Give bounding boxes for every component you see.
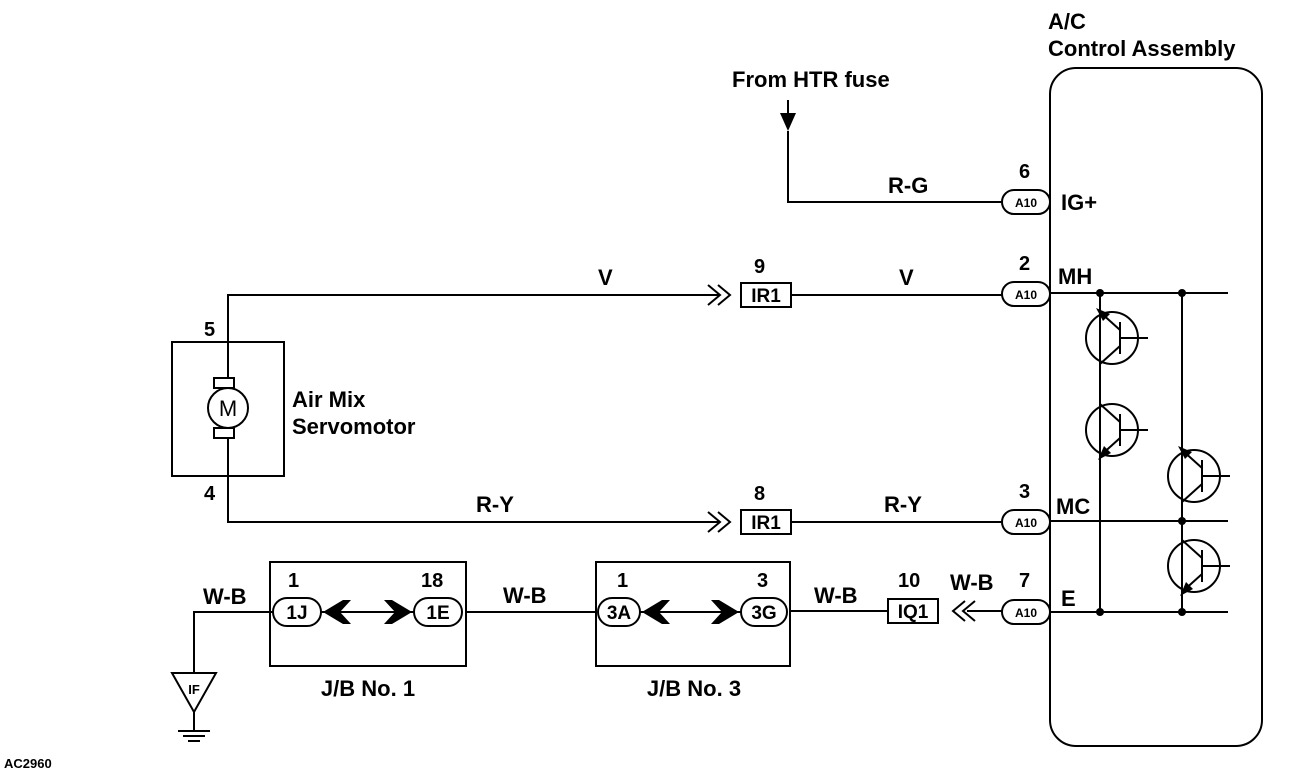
connector-chevron-icon — [707, 284, 732, 306]
ground-code: IF — [188, 682, 200, 697]
ry-circuit: R-Y 8 IR1 R-Y — [227, 476, 1002, 535]
wire-label-wb-jb1-jb3: W-B — [503, 583, 547, 608]
motor-pin-top: 5 — [204, 319, 215, 341]
pin-number-3: 3 — [1019, 481, 1030, 503]
jb1-label: J/B No. 1 — [321, 676, 415, 701]
wire-ry-left — [227, 476, 720, 523]
control-assembly-title-line2: Control Assembly — [1048, 36, 1236, 61]
transistor-icon — [1167, 539, 1230, 596]
wire-v-left — [227, 294, 720, 345]
connector-code-ir1-top: IR1 — [751, 286, 781, 307]
wire-label-v-left: V — [598, 265, 613, 290]
transistor-icon — [1085, 403, 1148, 460]
terminal-name-ig: IG+ — [1061, 190, 1097, 215]
pin-number-6: 6 — [1019, 161, 1030, 183]
transistor-icon — [1085, 308, 1148, 365]
air-mix-servomotor: 5 4 M Air Mix Servomotor — [171, 319, 416, 505]
jb1-right-pin: 18 — [421, 570, 443, 592]
wire-label-wb-ground: W-B — [203, 584, 247, 609]
jb3-right-pin: 3 — [757, 570, 768, 592]
connector-code-a10: A10 — [1015, 288, 1037, 302]
terminal-name-mh: MH — [1058, 264, 1092, 289]
connector-code-a10: A10 — [1015, 196, 1037, 210]
a10-connector-mh: 2 A10 MH — [1001, 253, 1092, 307]
ground-circuit: W-B 10 IQ1 W-B 1 3 3A 3G J/B No. 3 W-B 1… — [170, 561, 1002, 742]
jb1-left-code: 1J — [286, 603, 307, 624]
wire-label-ry-right: R-Y — [884, 492, 922, 517]
wire-label-wb-a10: W-B — [950, 570, 994, 595]
wire-rg — [787, 131, 1002, 203]
terminal-name-mc: MC — [1056, 494, 1090, 519]
control-assembly-box — [1049, 67, 1263, 747]
motor-name-line1: Air Mix — [292, 387, 366, 412]
jb3-left-code: 3A — [607, 603, 632, 624]
wire-label-wb-jb3-iq1: W-B — [814, 583, 858, 608]
pin-number-10: 10 — [898, 570, 920, 592]
wire-label-v-right: V — [899, 265, 914, 290]
transistor-icon — [1167, 446, 1230, 503]
jb1-right-code: 1E — [426, 603, 449, 624]
pin-number-7: 7 — [1019, 570, 1030, 592]
connector-code-iq1: IQ1 — [898, 602, 929, 623]
internal-driver-circuit — [1050, 289, 1230, 616]
wire-label-rg: R-G — [888, 173, 928, 198]
down-arrow-icon — [780, 113, 796, 131]
htr-fuse-source: From HTR fuse R-G — [732, 67, 1002, 203]
pin-number-9: 9 — [754, 256, 765, 278]
connector-chevron-icon — [951, 600, 976, 622]
pin-number-2: 2 — [1019, 253, 1030, 275]
control-assembly-title-line1: A/C — [1048, 9, 1086, 34]
motor-symbol: M — [219, 396, 237, 421]
htr-fuse-label: From HTR fuse — [732, 67, 890, 92]
ground-point-icon — [170, 672, 218, 715]
terminal-name-e: E — [1061, 586, 1076, 611]
pin-number-8: 8 — [754, 483, 765, 505]
double-arrow-icon — [323, 600, 412, 624]
connector-code-ir1-bottom: IR1 — [751, 513, 781, 534]
connector-code-a10: A10 — [1015, 606, 1037, 620]
wire-label-ry-left: R-Y — [476, 492, 514, 517]
figure-code: AC2960 — [4, 756, 52, 771]
connector-code-a10: A10 — [1015, 516, 1037, 530]
motor-name-line2: Servomotor — [292, 414, 416, 439]
wire-wb-ground — [193, 611, 273, 673]
connector-chevron-icon — [707, 511, 732, 533]
motor-pin-bottom: 4 — [204, 483, 216, 505]
jb3-label: J/B No. 3 — [647, 676, 741, 701]
jb3-left-pin: 1 — [617, 570, 628, 592]
v-circuit: V 9 IR1 V — [227, 256, 1002, 345]
a10-connector-mc: 3 A10 MC — [1001, 481, 1090, 535]
ac-control-assembly: A/C Control Assembly — [1048, 9, 1263, 747]
a10-connector-e: 7 A10 E — [1001, 570, 1076, 625]
jb3-right-code: 3G — [751, 603, 776, 624]
jb1-left-pin: 1 — [288, 570, 299, 592]
a10-connector-ig: 6 A10 IG+ — [1001, 161, 1097, 215]
junction-block-1 — [269, 561, 467, 667]
junction-block-3 — [595, 561, 791, 667]
